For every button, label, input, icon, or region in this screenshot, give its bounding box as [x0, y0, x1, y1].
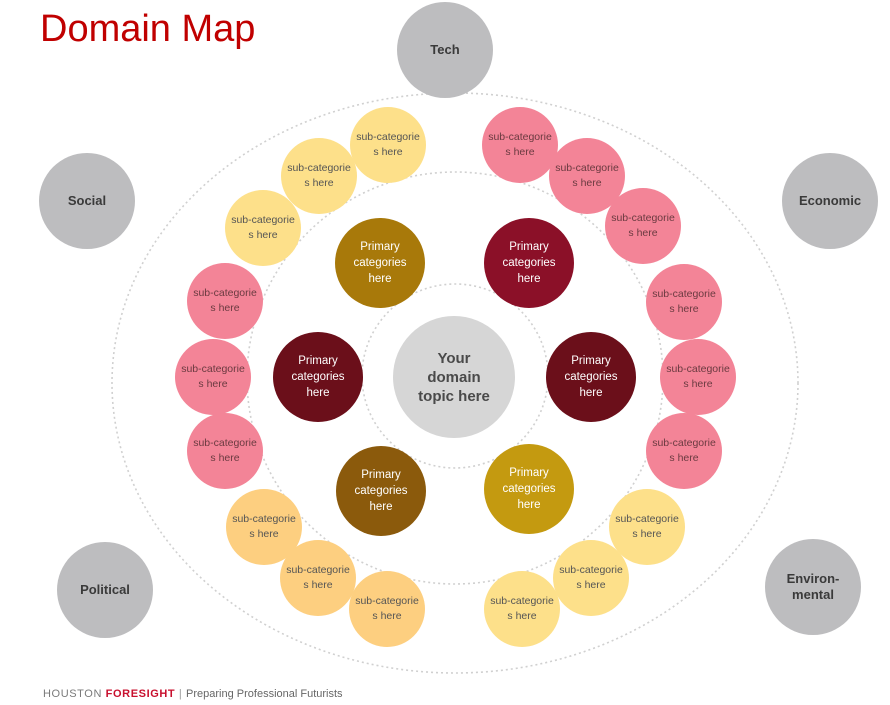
footer-branding: HOUSTON FORESIGHT | Preparing Profession…: [43, 688, 343, 700]
primary-label: Primary categories here: [353, 241, 407, 285]
page-title: Domain Map: [40, 8, 256, 50]
subcategory-label: sub-categorie s here: [286, 564, 350, 591]
footer-tagline: Preparing Professional Futurists: [186, 688, 343, 700]
subcategory-label: sub-categorie s here: [615, 513, 679, 540]
center-topic-circle: Your domain topic here: [393, 316, 515, 438]
domain-label-economic: Economic: [798, 193, 862, 208]
subcategory-label: sub-categorie s here: [652, 288, 716, 315]
subcategory-circle: sub-categorie s here: [553, 540, 629, 616]
subcategory-label: sub-categorie s here: [490, 595, 554, 622]
subcategory-label: sub-categorie s here: [231, 214, 295, 241]
subcategory-label: sub-categorie s here: [555, 162, 619, 189]
primary-circle: Primary categories here: [484, 218, 574, 308]
subcategory-circle: sub-categorie s here: [187, 413, 263, 489]
footer-brand-accent: FORESIGHT: [105, 688, 176, 700]
subcategory-circle: sub-categorie s here: [187, 263, 263, 339]
subcategory-label: sub-categorie s here: [232, 513, 296, 540]
subcategory-label: sub-categorie s here: [193, 287, 257, 314]
subcategory-circle: sub-categorie s here: [349, 571, 425, 647]
subcategory-label: sub-categorie s here: [611, 212, 675, 239]
subcategory-circle: sub-categorie s here: [609, 489, 685, 565]
domain-label-environmental: Environ-mental: [786, 571, 840, 602]
subcategory-circle: sub-categorie s here: [280, 540, 356, 616]
subcategory-label: sub-categorie s here: [287, 162, 351, 189]
domain-circle-environmental: Environ-mental: [765, 539, 861, 635]
domain-circle-economic: Economic: [782, 153, 878, 249]
primary-label: Primary categories here: [564, 355, 618, 399]
subcategory-circle: sub-categorie s here: [281, 138, 357, 214]
primary-label: Primary categories here: [354, 469, 408, 513]
domain-circle-political: Political: [57, 542, 153, 638]
subcategory-circle: sub-categorie s here: [660, 339, 736, 415]
footer-brand: HOUSTON: [43, 688, 103, 700]
subcategory-circle: sub-categorie s here: [646, 413, 722, 489]
primary-circle: Primary categories here: [336, 446, 426, 536]
primary-label: Primary categories here: [502, 241, 556, 285]
subcategory-label: sub-categorie s here: [652, 437, 716, 464]
subcategory-circle: sub-categorie s here: [225, 190, 301, 266]
subcategory-circle: sub-categorie s here: [175, 339, 251, 415]
subcategory-circle: sub-categorie s here: [484, 571, 560, 647]
domain-circle-tech: Tech: [397, 2, 493, 98]
subcategory-label: sub-categorie s here: [666, 363, 730, 390]
subcategory-label: sub-categorie s here: [193, 437, 257, 464]
footer-separator: |: [178, 688, 183, 700]
subcategory-label: sub-categorie s here: [181, 363, 245, 390]
subcategory-label: sub-categorie s here: [355, 595, 419, 622]
center-topic-label: Your domain topic here: [418, 349, 490, 405]
domain-label-social: Social: [67, 193, 107, 208]
subcategory-circle: sub-categorie s here: [646, 264, 722, 340]
subcategory-circle: sub-categorie s here: [482, 107, 558, 183]
domain-label-tech: Tech: [430, 42, 460, 57]
outer-ring: [111, 92, 799, 674]
domain-circle-social: Social: [39, 153, 135, 249]
subcategory-label: sub-categorie s here: [356, 131, 420, 158]
subcategory-label: sub-categorie s here: [488, 131, 552, 158]
domain-label-political: Political: [80, 582, 130, 597]
subcategory-circle: sub-categorie s here: [605, 188, 681, 264]
primary-circle: Primary categories here: [273, 332, 363, 422]
primary-circle: Primary categories here: [335, 218, 425, 308]
primary-circle: Primary categories here: [546, 332, 636, 422]
primary-label: Primary categories here: [502, 467, 556, 511]
primary-label: Primary categories here: [291, 355, 345, 399]
subcategory-circle: sub-categorie s here: [350, 107, 426, 183]
subcategory-label: sub-categorie s here: [559, 564, 623, 591]
primary-circle: Primary categories here: [484, 444, 574, 534]
